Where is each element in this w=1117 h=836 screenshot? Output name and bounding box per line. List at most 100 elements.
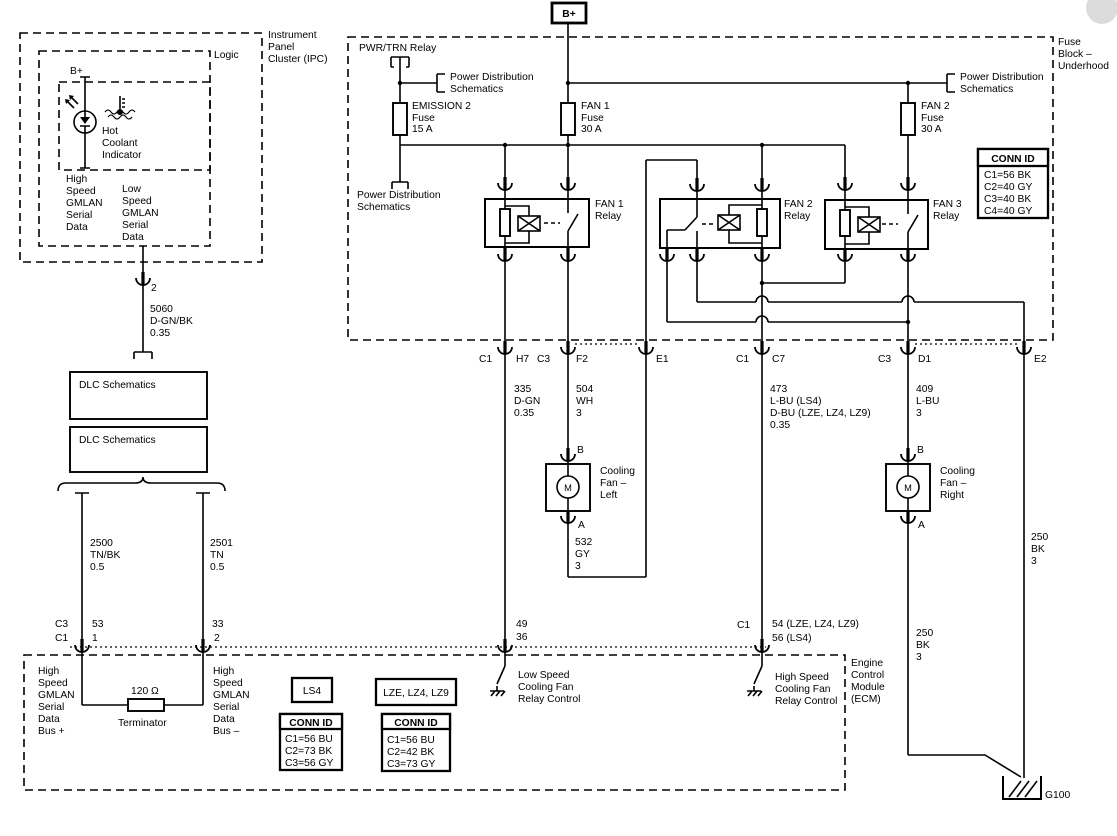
bus-plus-label: GMLAN xyxy=(38,690,75,701)
emission2-fuse-label: 15 A xyxy=(412,124,433,135)
conn-id-row: C3=40 BK xyxy=(984,194,1031,205)
ground-icon xyxy=(489,685,506,697)
fan-right-label: Right xyxy=(940,490,964,501)
wire-335-label: 335 xyxy=(514,384,531,395)
relay-connector xyxy=(899,175,917,192)
conn-id-header-box xyxy=(380,712,452,731)
ecm-title: (ECM) xyxy=(851,694,881,705)
fan2-fuse-icon xyxy=(900,102,916,136)
fuse-block-boundary-connectors: C1 H7 C3 F2 E1 C1 C7 C3 D1 E2 xyxy=(479,339,1047,365)
ecm-pin-53: 53 xyxy=(92,619,104,630)
wire-504-label: 504 xyxy=(576,384,593,395)
boundary-connector-d1 xyxy=(899,339,917,356)
low-speed-label: Low Speed xyxy=(518,670,570,681)
conn-id-underhood: CONN ID C1=56 BK C2=40 GY C3=40 BK C4=40… xyxy=(976,147,1050,220)
wire-335-label: D-GN xyxy=(514,396,540,407)
pds-left-label: Schematics xyxy=(450,84,503,95)
wire-532-path xyxy=(567,511,646,578)
ecm-pin-33: 33 xyxy=(212,619,224,630)
conn-id-row: C1=56 BU xyxy=(387,735,435,746)
wire-250-fan-label: 250 xyxy=(916,628,933,639)
fan-pin-a: A xyxy=(578,520,585,531)
conn-label: E2 xyxy=(1034,354,1047,365)
ground-icon xyxy=(746,685,763,697)
relay-output-wires xyxy=(504,247,1025,778)
conn-label: C3 xyxy=(537,354,550,365)
ecm-conn-c1: C1 xyxy=(737,620,750,631)
bus-plus-label: Speed xyxy=(38,678,68,689)
g100-box xyxy=(1002,776,1042,800)
fan3-relay-label: FAN 3 xyxy=(933,199,962,210)
power-rails xyxy=(391,23,955,577)
fan1-relay-coil-x xyxy=(517,215,541,232)
hot-coolant-label: Hot xyxy=(102,126,118,137)
cooling-fan-right: B M Cooling Fan – Right A xyxy=(885,445,1022,778)
fan3-relay-resistor-icon xyxy=(839,209,851,237)
fan2-relay-label: FAN 2 xyxy=(784,199,813,210)
pds-right-label: Power Distribution xyxy=(960,72,1044,83)
fan-left-label: Cooling xyxy=(600,466,635,477)
fan2-relay-box xyxy=(659,198,781,249)
led-diode-lines xyxy=(80,111,90,133)
conn-label: C1 xyxy=(736,354,749,365)
fan3-relay-coil-x xyxy=(857,216,881,233)
boundary-connector-e1 xyxy=(637,339,655,356)
ecm-conn-c3: C3 xyxy=(55,619,68,630)
connector-pin2 xyxy=(134,270,152,287)
hot-coolant-label: Coolant xyxy=(102,138,138,149)
hs-gmlan-label: GMLAN xyxy=(66,198,103,209)
fan1-fuse-label: 30 A xyxy=(581,124,602,135)
fan1-relay-coil-icon xyxy=(517,215,541,232)
wire-532-label: 3 xyxy=(575,561,581,572)
fuse-block: Fuse Block – Underhood B+ PWR/TRN Relay … xyxy=(357,1,1109,778)
junction-dot xyxy=(759,142,765,148)
wire-250-path xyxy=(907,511,1022,778)
fan3-relay-label: Relay xyxy=(933,211,960,222)
bus-minus-label: Speed xyxy=(213,678,243,689)
high-speed-label: Cooling Fan xyxy=(775,684,831,695)
fan3-relay-box xyxy=(824,199,929,250)
dlc-box2-label: DLC Schematics xyxy=(79,435,156,446)
dlc-schematics-box-1 xyxy=(69,371,208,420)
wire-250-fan-label: BK xyxy=(916,640,930,651)
bplus-box xyxy=(550,1,588,25)
wire-5060-label: 0.35 xyxy=(150,328,170,339)
high-speed-label: Relay Control xyxy=(775,696,837,707)
ipc-indicator-wire xyxy=(80,76,90,169)
cooling-fan-left: B M Cooling Fan – Left A xyxy=(545,445,646,578)
wire-409-label: 409 xyxy=(916,384,933,395)
boundary-connector-f2 xyxy=(559,339,577,356)
fan-pin-b: B xyxy=(917,445,924,456)
conn-id-ls4: CONN ID C1=56 BU C2=73 BK C3=56 GY xyxy=(278,712,344,772)
led-arrowhead-2 xyxy=(69,95,74,100)
conn-label: C1 xyxy=(479,354,492,365)
ecm-title: Control xyxy=(851,670,884,681)
ls4-box xyxy=(290,676,334,704)
emission2-fuse-icon xyxy=(392,102,408,136)
fan2-relay-resistor-icon xyxy=(756,208,768,237)
fan2-relay-internals xyxy=(666,199,763,248)
hs-gmlan-label: Speed xyxy=(66,186,96,197)
conn-id-header-box xyxy=(976,147,1050,168)
ipc-cluster: B+ Hot Coolant Indicator High Speed GMLA… xyxy=(65,30,328,243)
fan1-fuse-icon xyxy=(560,102,576,136)
boundary-connector-h7 xyxy=(496,339,514,356)
pwr-trn-relay-icon xyxy=(390,56,410,68)
wire-532-label: 532 xyxy=(575,537,592,548)
fan1-fuse-label: Fuse xyxy=(581,113,604,124)
fan-right-label: Cooling xyxy=(940,466,975,477)
ipc-title: Cluster (IPC) xyxy=(268,54,328,65)
ls4-label: LS4 xyxy=(303,686,322,697)
junction-dot xyxy=(502,142,508,148)
wire-2501-label: 2501 xyxy=(210,538,233,549)
conn-id-row: C1=56 BU xyxy=(285,734,333,745)
conn-label: H7 xyxy=(516,354,529,365)
wire-5060 xyxy=(133,246,153,359)
motor-icon xyxy=(556,475,580,499)
motor-letter: M xyxy=(564,483,572,493)
wire-504-label: WH xyxy=(576,396,593,407)
hs-gmlan-label: Serial xyxy=(66,210,92,221)
fan2-relay-coil-x xyxy=(717,214,741,231)
relay-connector xyxy=(559,175,577,192)
